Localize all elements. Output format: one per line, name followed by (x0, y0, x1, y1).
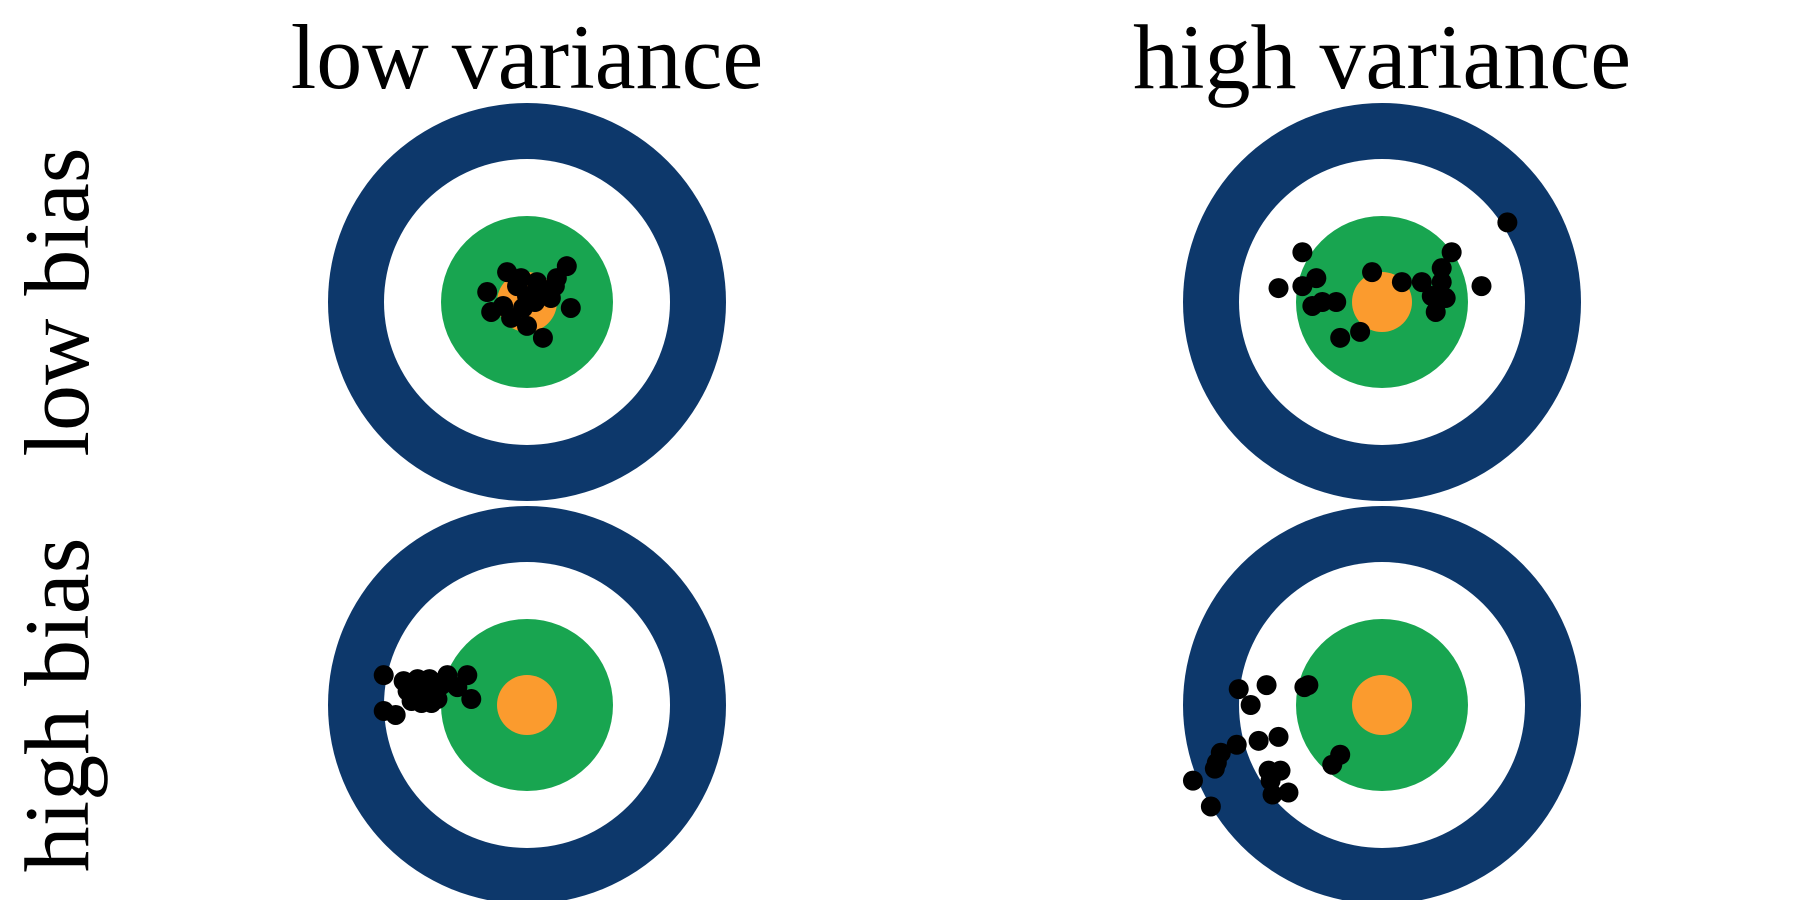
hit-point (1471, 276, 1492, 297)
hit-point (493, 295, 514, 316)
hit-point (1391, 272, 1412, 293)
hit-point (530, 284, 551, 305)
hit-point (1226, 734, 1247, 755)
bullseye (497, 675, 557, 735)
hit-point (1330, 327, 1351, 348)
hit-point (1256, 675, 1277, 696)
hit-point (1497, 212, 1518, 233)
hit-point (1425, 301, 1446, 322)
target-high-bias-high-variance (1182, 506, 1581, 900)
hit-point (1431, 272, 1452, 293)
hit-point (1435, 288, 1456, 309)
target-low-bias-high-variance (1183, 103, 1581, 501)
hit-point (1411, 272, 1432, 293)
target-low-bias-low-variance (328, 103, 726, 501)
hit-point (511, 268, 532, 289)
row-label-low-bias: low bias (6, 147, 108, 456)
hit-point (421, 693, 442, 714)
bullseye (1352, 675, 1412, 735)
hit-point (477, 282, 498, 303)
hit-point (373, 665, 394, 686)
hit-point (532, 327, 553, 348)
hit-point (1268, 726, 1289, 747)
hit-point (517, 315, 537, 336)
hit-point (1200, 796, 1221, 817)
hit-point (1270, 760, 1291, 781)
hit-point (1248, 730, 1269, 751)
hit-point (1278, 782, 1299, 803)
hit-point (1362, 262, 1383, 283)
hit-point (1262, 784, 1283, 805)
hit-point (447, 677, 468, 698)
hit-point (1182, 770, 1203, 791)
hit-point (1206, 752, 1227, 773)
hit-point (1240, 695, 1261, 715)
hit-point (1306, 268, 1327, 289)
hit-point (385, 704, 406, 725)
targets-layer (328, 103, 1581, 900)
hit-point (1228, 679, 1249, 700)
column-label-high-variance: high variance (1133, 6, 1631, 108)
hit-point (1292, 242, 1313, 263)
hit-point (1302, 295, 1323, 316)
hit-point (461, 689, 482, 710)
hit-point (1431, 258, 1452, 279)
row-label-high-bias: high bias (6, 538, 108, 873)
hit-point (556, 256, 577, 277)
hit-point (1441, 242, 1462, 263)
hit-point (1350, 321, 1371, 342)
hit-point (1268, 278, 1289, 299)
hit-point (1326, 292, 1347, 312)
hit-point (1330, 744, 1351, 765)
hit-point (401, 691, 422, 712)
hit-point (560, 297, 581, 318)
column-label-low-variance: low variance (291, 6, 764, 108)
hit-point (1298, 675, 1319, 696)
target-high-bias-low-variance (328, 506, 726, 900)
